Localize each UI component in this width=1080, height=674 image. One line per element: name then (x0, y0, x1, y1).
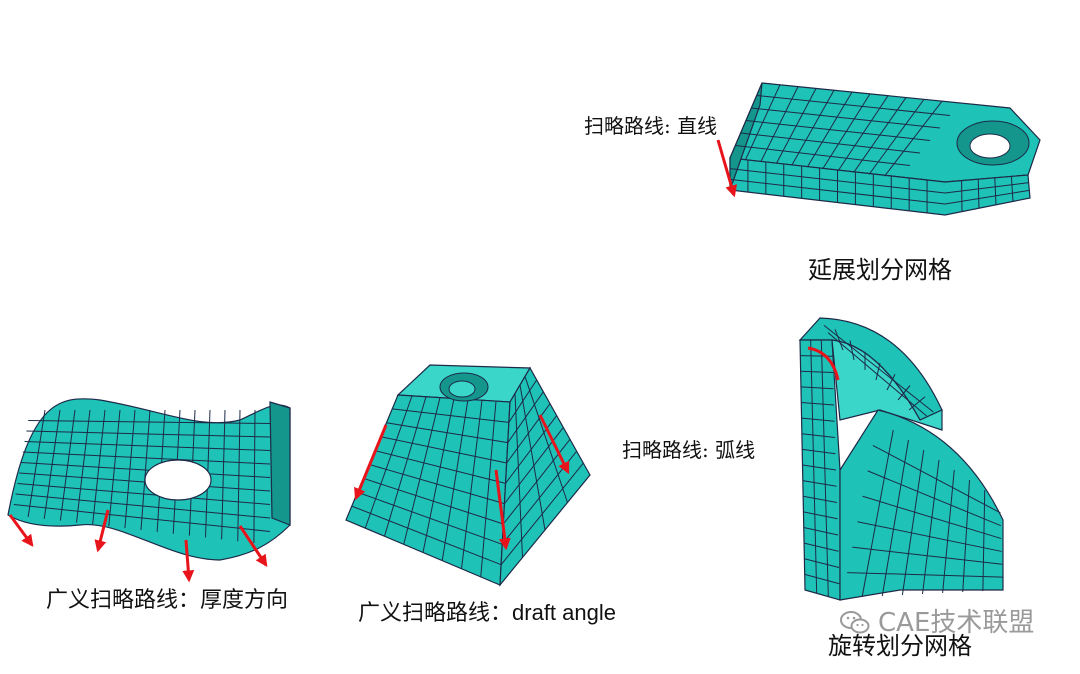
label-sweep-arc: 扫略路线: 弧线 (622, 438, 756, 462)
label-generalized-thickness: 广义扫略路线：厚度方向 (46, 588, 289, 613)
label-extrude-mesh: 延展划分网格 (808, 256, 952, 284)
wavy-hole (144, 459, 212, 501)
watermark-text: CAE技术联盟 (878, 608, 1035, 638)
revolve-lower-face (839, 409, 1004, 601)
wavy-side (269, 401, 291, 526)
sweep-arrow-straight (716, 139, 738, 198)
label-generalized-draft: 广义扫略路线：draft angle (358, 602, 616, 625)
wechat-icon (840, 611, 870, 634)
label-draft-angle: draft angle (512, 600, 616, 625)
sweep-arrow-arc (807, 346, 840, 381)
extruded-plate-mesh (716, 82, 1041, 216)
wavy-shell-mesh (7, 398, 291, 583)
frustum-left-face (345, 394, 511, 586)
label-generalized-draft-prefix: 广义扫略路线： (358, 601, 513, 626)
watermark: CAE技术联盟 (840, 610, 1034, 636)
label-sweep-straight: 扫略路线: 直线 (584, 114, 718, 138)
revolved-body-mesh (798, 317, 1004, 601)
label-revolve-mesh: 旋转划分网格 (828, 632, 972, 660)
frustum-mesh (345, 364, 591, 587)
frustum-right-face (499, 366, 591, 587)
